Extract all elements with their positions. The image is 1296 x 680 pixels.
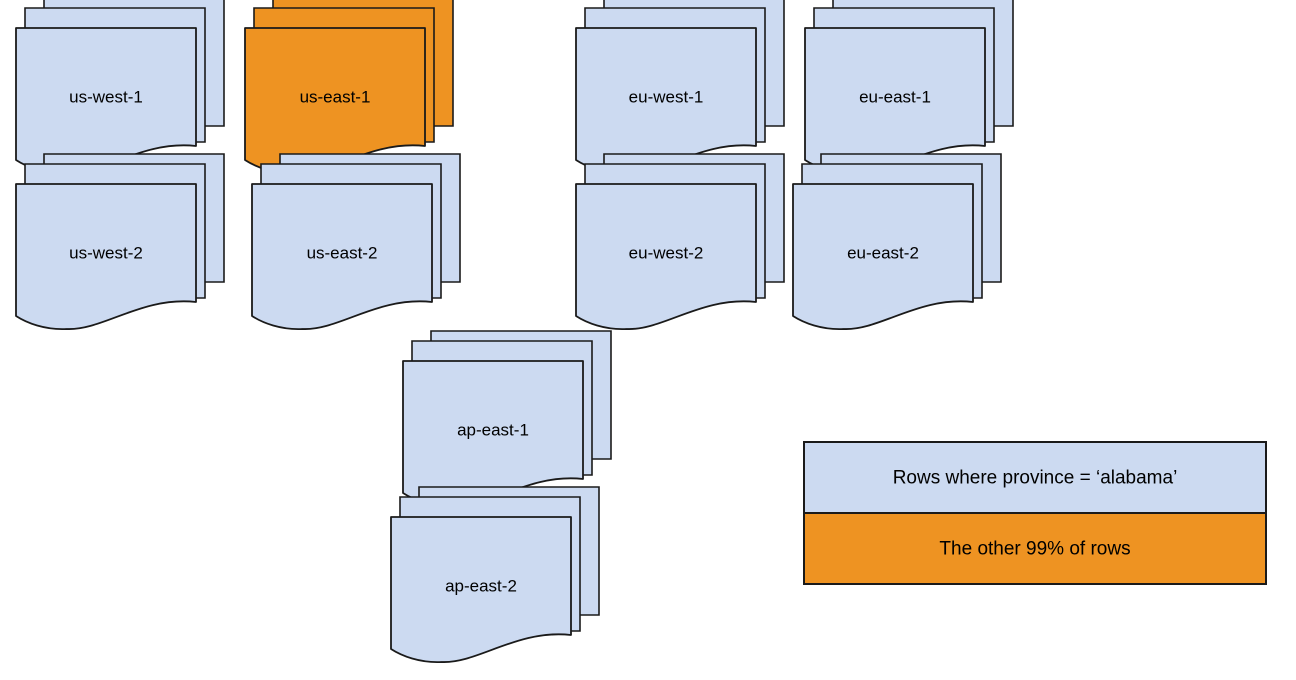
region-stacks-group: us-west-1 us-east-1 eu-west-1 eu-east-1 us-w… (15, 0, 1014, 663)
legend-swatch-legend-alabama (803, 441, 1267, 514)
region-stack-eu-east-2[interactable]: eu-east-2 (792, 153, 1002, 330)
legend-row-legend-alabama: Rows where province = ‘alabama’ (803, 441, 1267, 514)
region-stack-us-east-2[interactable]: us-east-2 (251, 153, 461, 330)
region-stack-eu-west-1[interactable]: eu-west-1 (575, 0, 785, 174)
document-sheet-front (792, 183, 974, 330)
region-label-us-east-2: us-east-2 (307, 243, 378, 262)
region-stack-us-east-1[interactable]: us-east-1 (244, 0, 454, 174)
region-label-us-east-1: us-east-1 (300, 87, 371, 106)
region-stack-eu-west-2[interactable]: eu-west-2 (575, 153, 785, 330)
region-stack-ap-east-2[interactable]: ap-east-2 (390, 486, 600, 663)
legend-text-legend-other: The other 99% of rows (939, 539, 1130, 560)
region-label-us-west-2: us-west-2 (69, 243, 143, 262)
region-label-eu-west-1: eu-west-1 (629, 87, 704, 106)
legend-row-legend-other: The other 99% of rows (803, 512, 1267, 585)
region-stack-us-west-2[interactable]: us-west-2 (15, 153, 225, 330)
region-label-ap-east-1: ap-east-1 (457, 420, 529, 439)
document-sheet-front (15, 183, 197, 330)
document-sheet-front (390, 516, 572, 663)
document-sheet-front (251, 183, 433, 330)
legend-group: Rows where province = ‘alabama’ The other… (803, 441, 1267, 585)
region-label-eu-east-1: eu-east-1 (859, 87, 931, 106)
region-label-eu-west-2: eu-west-2 (629, 243, 704, 262)
region-label-eu-east-2: eu-east-2 (847, 243, 919, 262)
region-stack-ap-east-1[interactable]: ap-east-1 (402, 330, 612, 507)
legend-swatch-legend-other (803, 512, 1267, 585)
region-stack-us-west-1[interactable]: us-west-1 (15, 0, 225, 174)
region-label-us-west-1: us-west-1 (69, 87, 143, 106)
legend-text-legend-alabama: Rows where province = ‘alabama’ (893, 468, 1178, 489)
document-sheet-front (575, 183, 757, 330)
region-label-ap-east-2: ap-east-2 (445, 576, 517, 595)
region-stack-eu-east-1[interactable]: eu-east-1 (804, 0, 1014, 174)
